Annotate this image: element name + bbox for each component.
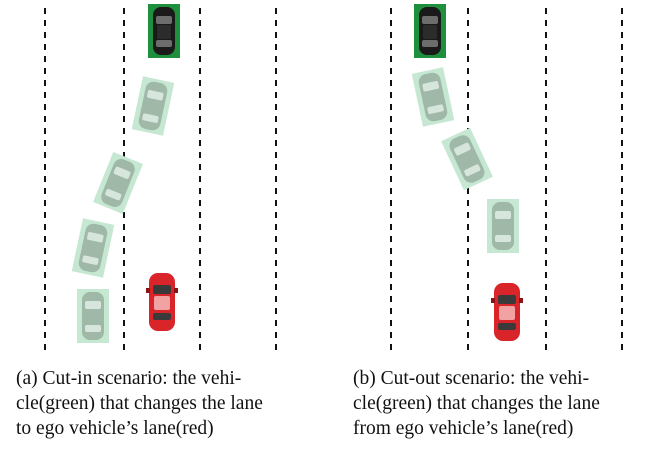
caption-line: (b) Cut-out scenario: the vehi-	[353, 368, 590, 389]
cut-in-vehicle-step-2	[93, 151, 143, 215]
caption-line: (a) Cut-in scenario: the vehi-	[16, 368, 242, 389]
lead-vehicle	[148, 4, 180, 58]
cut-out-vehicle-end	[487, 199, 519, 253]
cut-out-diagram	[390, 4, 623, 352]
lead-vehicle	[414, 4, 446, 58]
ego-vehicle	[491, 283, 523, 341]
caption-line: cle(green) that changes the lane	[353, 393, 600, 414]
cut-out-vehicle-step-2	[441, 127, 493, 191]
cut-in-diagram	[44, 4, 277, 352]
cut-out-vehicle-step-1	[411, 67, 455, 127]
caption-line: to ego vehicle’s lane(red)	[16, 418, 214, 439]
caption-cut-in: (a) Cut-in scenario: the vehi- cle(green…	[16, 366, 328, 441]
caption-line: cle(green) that changes the lane	[16, 393, 263, 414]
ego-vehicle	[146, 273, 178, 331]
cut-in-vehicle-start	[77, 289, 109, 343]
caption-cut-out: (b) Cut-out scenario: the vehi- cle(gree…	[353, 366, 656, 441]
cut-in-vehicle-step-3	[71, 218, 115, 278]
cut-in-vehicle-step-1	[131, 76, 175, 136]
caption-line: from ego vehicle’s lane(red)	[353, 418, 574, 439]
